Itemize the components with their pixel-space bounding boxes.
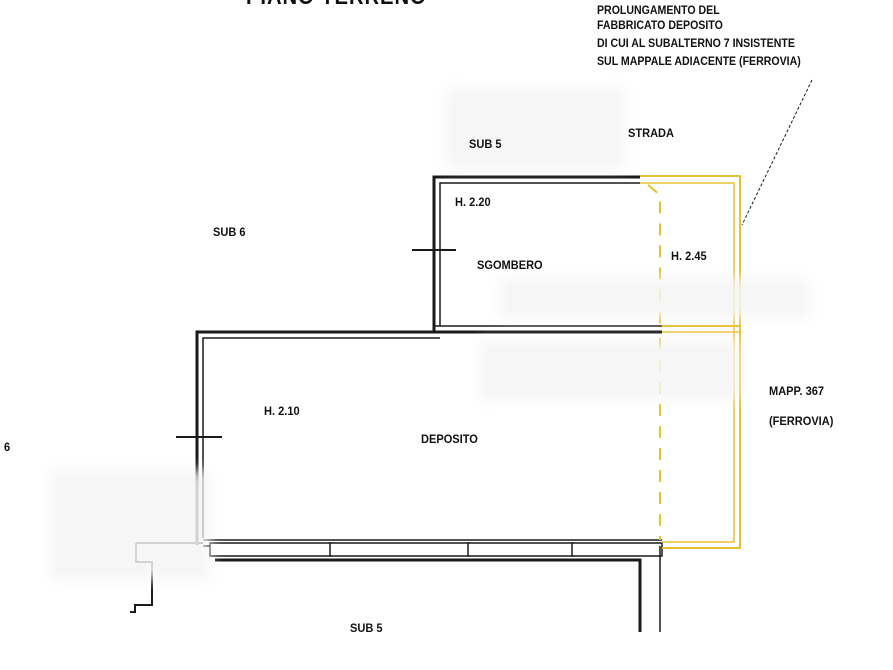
note-line-1: PROLUNGAMENTO DEL <box>597 5 720 17</box>
label-sub5-top: SUB 5 <box>469 137 502 151</box>
sgombero-height: H. 2.20 <box>455 195 491 209</box>
watermark-patch <box>50 470 210 580</box>
note-line-4: SUL MAPPALE ADIACENTE (FERROVIA) <box>597 56 801 68</box>
door-symbols <box>176 249 456 438</box>
label-strada: STRADA <box>628 126 674 140</box>
sgombero-name: SGOMBERO <box>477 258 543 272</box>
watermark-patch <box>480 340 740 400</box>
deposito-name: DEPOSITO <box>421 432 478 446</box>
note-line-2: FABBRICATO DEPOSITO <box>597 20 723 32</box>
note-line-3: DI CUI AL SUBALTERNO 7 INSISTENTE <box>597 38 795 50</box>
plan-title: PIANO TERRENO <box>246 0 427 10</box>
bottom-windows <box>209 542 663 557</box>
extension-height: H. 2.45 <box>671 249 707 263</box>
label-sub6-left: SUB 6 <box>213 225 246 239</box>
label-ferrovia: (FERROVIA) <box>769 414 834 428</box>
watermark-patch <box>445 88 625 168</box>
deposito-height: H. 2.10 <box>264 404 300 418</box>
sgombero-walls <box>432 175 662 334</box>
label-sub5-bottom: SUB 5 <box>350 621 383 635</box>
label-sub6-edge: 6 <box>4 440 11 454</box>
note-leader-line <box>741 79 813 226</box>
watermark-patch <box>500 278 810 318</box>
label-mapp: MAPP. 367 <box>769 384 825 398</box>
